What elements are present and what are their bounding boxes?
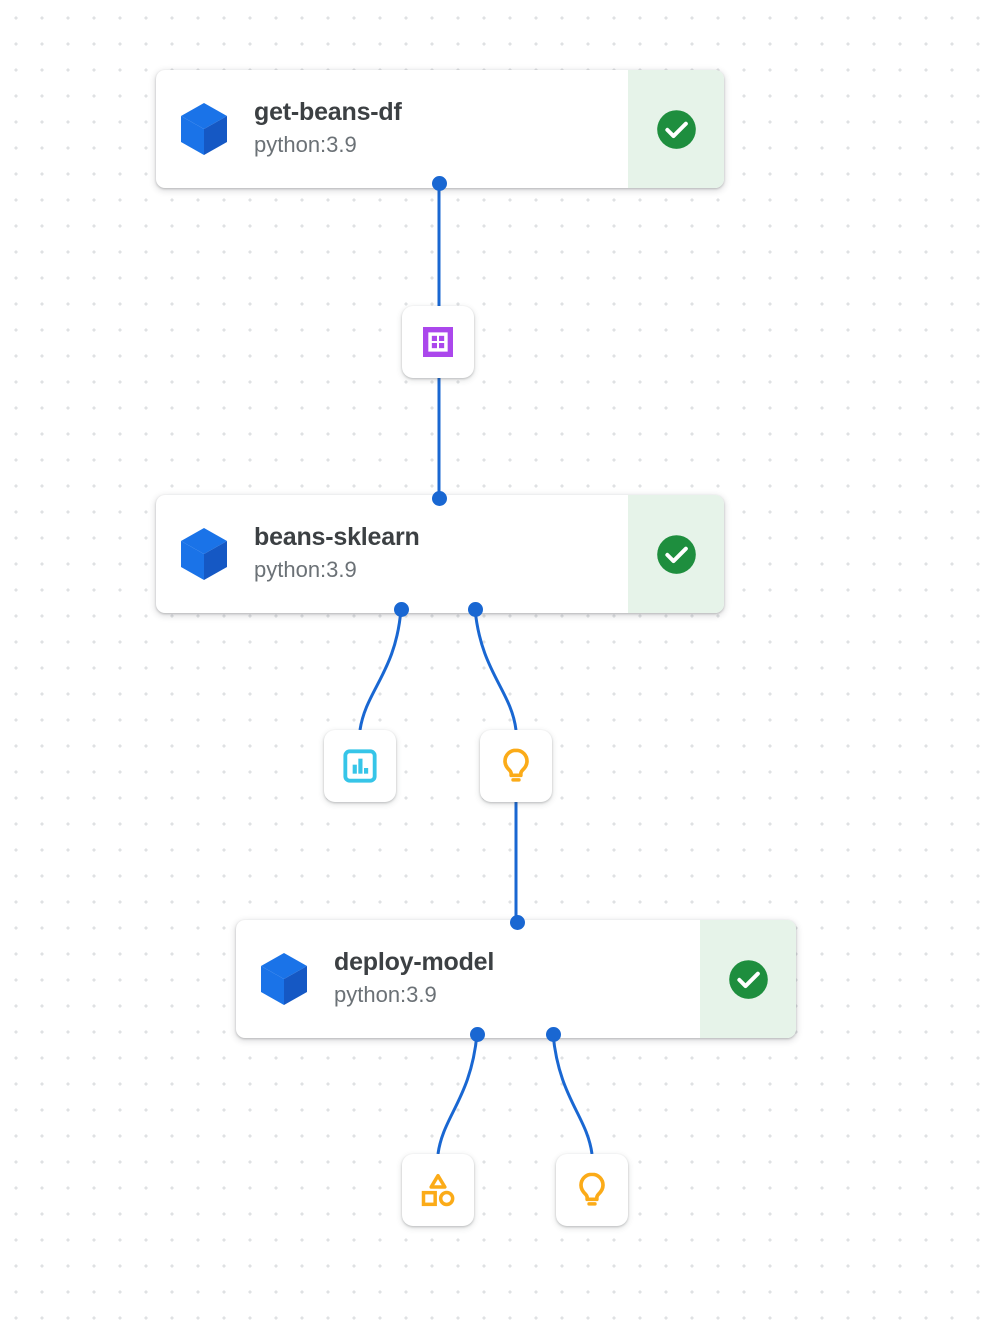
artifact-node-dataset[interactable] <box>402 306 474 378</box>
check-circle-icon <box>654 532 699 577</box>
port-beans-sklearn-out-model[interactable] <box>467 601 483 617</box>
edge-deploy-model-to-endpoint <box>551 1033 594 1155</box>
task-title: beans-sklearn <box>254 522 420 551</box>
classification-shapes-icon <box>418 1170 458 1210</box>
cube-icon <box>178 526 230 582</box>
status-badge <box>628 495 724 613</box>
task-subtitle: python:3.9 <box>334 982 437 1008</box>
task-icon-container <box>156 70 252 188</box>
metrics-bar-chart-icon <box>340 746 380 786</box>
task-text-block: deploy-model python:3.9 <box>332 920 700 1038</box>
check-circle-icon <box>726 957 771 1002</box>
artifact-node-metrics[interactable] <box>324 730 396 802</box>
artifact-node-endpoint[interactable] <box>556 1154 628 1226</box>
port-beans-sklearn-in[interactable] <box>431 490 447 506</box>
task-icon-container <box>156 495 252 613</box>
port-beans-sklearn-out-metrics[interactable] <box>393 601 409 617</box>
status-badge <box>700 920 796 1038</box>
task-title: get-beans-df <box>254 97 402 126</box>
dataset-grid-icon <box>418 322 458 362</box>
port-deploy-model-in[interactable] <box>509 914 525 930</box>
task-subtitle: python:3.9 <box>254 557 357 583</box>
task-node-deploy-model[interactable]: deploy-model python:3.9 <box>236 920 796 1038</box>
port-deploy-model-out-classification[interactable] <box>469 1026 485 1042</box>
cube-icon <box>178 101 230 157</box>
artifact-node-model[interactable] <box>480 730 552 802</box>
task-text-block: get-beans-df python:3.9 <box>252 70 628 188</box>
task-title: deploy-model <box>334 947 495 976</box>
task-node-beans-sklearn[interactable]: beans-sklearn python:3.9 <box>156 495 724 613</box>
status-badge <box>628 70 724 188</box>
port-get-beans-df-out[interactable] <box>431 175 447 191</box>
model-lightbulb-icon <box>496 746 536 786</box>
edge-deploy-model-to-classification <box>436 1033 479 1155</box>
edge-beans-sklearn-to-metrics <box>358 608 403 731</box>
task-text-block: beans-sklearn python:3.9 <box>252 495 628 613</box>
task-icon-container <box>236 920 332 1038</box>
port-deploy-model-out-endpoint[interactable] <box>545 1026 561 1042</box>
task-node-get-beans-df[interactable]: get-beans-df python:3.9 <box>156 70 724 188</box>
artifact-node-classification-metrics[interactable] <box>402 1154 474 1226</box>
cube-icon <box>258 951 310 1007</box>
check-circle-icon <box>654 107 699 152</box>
edge-beans-sklearn-to-model <box>473 608 518 731</box>
task-subtitle: python:3.9 <box>254 132 357 158</box>
model-lightbulb-icon <box>572 1170 612 1210</box>
